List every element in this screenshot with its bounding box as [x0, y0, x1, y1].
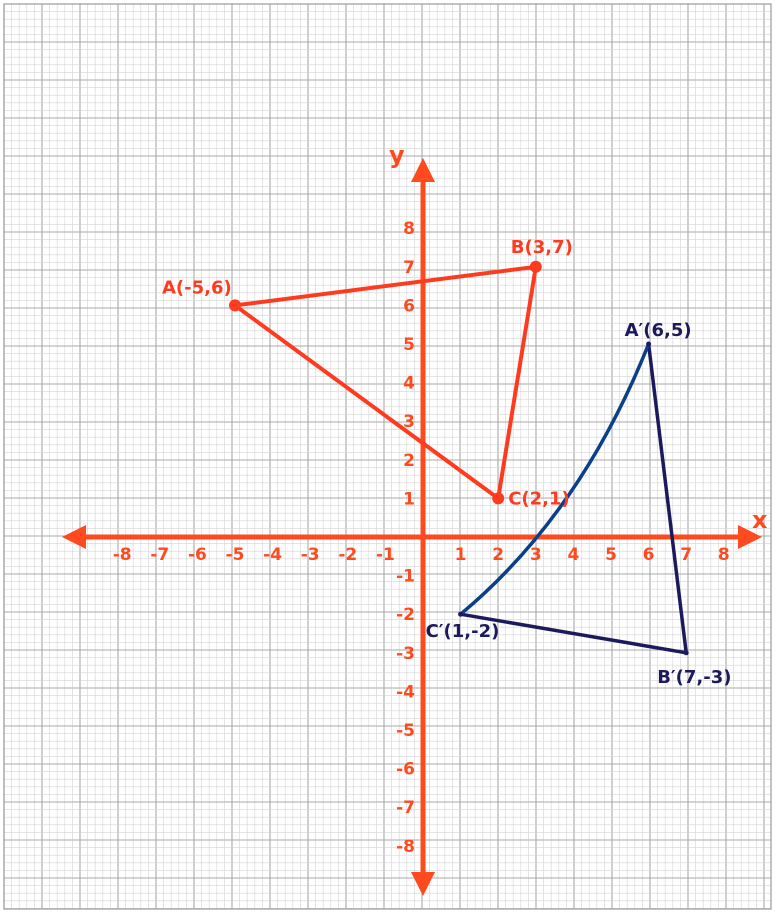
point-label: A(-5,6) [162, 277, 232, 298]
x-tick-label: 8 [718, 545, 730, 565]
point-marker [646, 341, 652, 347]
x-tick-label: -6 [188, 545, 207, 565]
segment-a-b-prime [646, 343, 688, 654]
x-tick-label: 4 [567, 545, 579, 565]
point-label: C(2,1) [508, 488, 570, 509]
x-tick-label: 2 [492, 545, 504, 565]
x-axis-arrow-left [62, 525, 86, 549]
x-tick-label: -2 [338, 545, 357, 565]
y-tick-label: -2 [396, 605, 415, 625]
x-tick-label: 6 [643, 545, 655, 565]
y-tick-label: -7 [396, 798, 415, 818]
axes: xy [62, 141, 768, 896]
point-marker [458, 611, 464, 617]
point-label: A′(6,5) [625, 320, 692, 341]
point-marker [492, 492, 505, 505]
point-marker [229, 299, 241, 312]
y-tick-label: 4 [403, 374, 415, 394]
grid-border [3, 3, 772, 910]
x-axis-arrow-right [738, 525, 762, 549]
x-tick-label: -5 [226, 545, 245, 565]
x-tick-label: 3 [530, 545, 542, 565]
point-labels: A(-5,6) B(3,7) C(2,1) A′(6,5) B′(7,-3) C′(1,-… [162, 237, 731, 688]
triangles [229, 260, 689, 656]
grid [3, 3, 772, 910]
x-axis-label: x [752, 506, 768, 534]
point-marker [529, 260, 542, 273]
y-tick-label: -6 [396, 760, 415, 780]
y-axis-arrow-up [411, 158, 435, 182]
point-label: B(3,7) [511, 237, 573, 258]
point-marker [683, 650, 689, 656]
y-tick-label: 5 [403, 335, 415, 355]
y-tick-label: 7 [403, 258, 415, 278]
segment-b-c-prime [460, 612, 687, 655]
x-tick-label: -3 [301, 545, 320, 565]
y-tick-label: -5 [396, 721, 415, 741]
y-tick-label: 6 [403, 296, 415, 316]
x-tick-label: 5 [605, 545, 617, 565]
x-tick-label: -7 [150, 545, 169, 565]
y-axis-label: y [389, 141, 405, 169]
x-tick-label: 7 [680, 545, 692, 565]
segment-c-a-prime [459, 343, 651, 616]
point-label: B′(7,-3) [657, 667, 731, 688]
x-tick-label: 1 [455, 545, 467, 565]
y-tick-label: 2 [403, 451, 415, 471]
x-tick-label: -1 [376, 545, 395, 565]
y-tick-label: 1 [403, 489, 415, 509]
tick-labels: -8 -7 -6 -5 -4 -3 -2 -1 1 2 3 4 5 6 7 8 8 7 6 5 4 3 2 1 -1 -2 -3 -4… [113, 219, 730, 857]
x-tick-label: -8 [113, 545, 132, 565]
y-tick-label: -8 [396, 837, 415, 857]
point-label: C′(1,-2) [426, 621, 500, 642]
y-tick-label: -4 [396, 682, 415, 702]
y-tick-label: -3 [396, 644, 415, 664]
y-axis-arrow-down [411, 872, 435, 896]
x-tick-label: -4 [263, 545, 282, 565]
triangle-abc [233, 264, 538, 501]
y-tick-label: -1 [396, 567, 415, 587]
y-tick-label: 8 [403, 219, 415, 239]
y-tick-label: 3 [403, 412, 415, 432]
